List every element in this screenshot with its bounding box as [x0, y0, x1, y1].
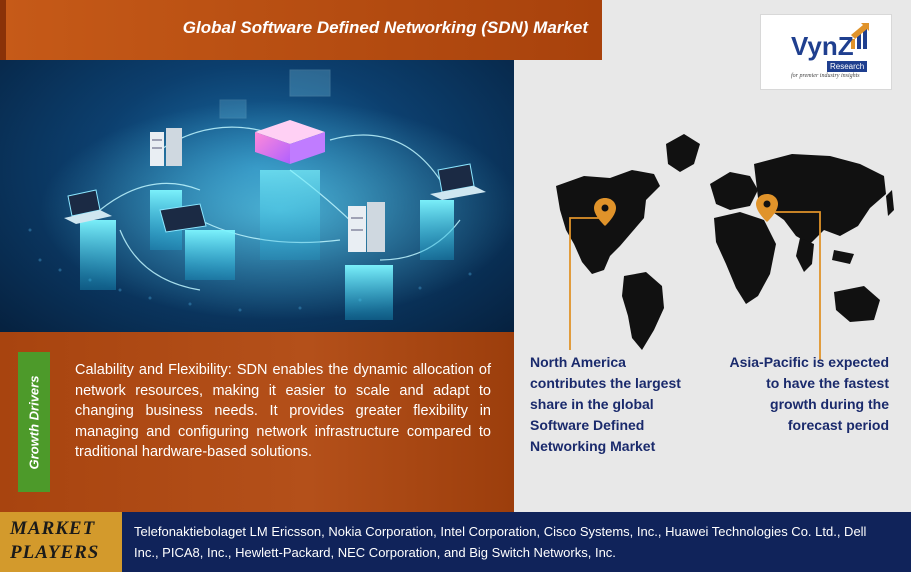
north-america-callout: North America contributes the largest sh… — [530, 354, 681, 454]
network-illustration — [0, 60, 514, 332]
logo-arrow-icon — [851, 23, 869, 49]
map-pin-icon — [594, 198, 616, 226]
header-accent-strip — [0, 0, 6, 60]
growth-drivers-badge — [18, 352, 50, 492]
world-map — [514, 60, 911, 360]
growth-drivers-label-text: Growth Drivers — [26, 375, 42, 469]
growth-drivers-label: Growth Drivers — [18, 352, 50, 492]
world-map-icon — [556, 134, 894, 360]
network-graphic — [28, 69, 514, 320]
page-title: Global Software Defined Networking (SDN)… — [182, 18, 588, 37]
growth-drivers-panel — [0, 332, 514, 512]
laptop-icon — [64, 189, 112, 224]
logo-tagline: for premier industry insights — [791, 73, 860, 79]
vynz-logo: VynZ Research for premier industry insig… — [760, 14, 892, 90]
market-players-badge: MARKET PLAYERS — [0, 512, 122, 572]
market-players-list: Telefonaktiebolaget LM Ericsson, Nokia C… — [134, 524, 867, 560]
logo-brand: VynZ — [791, 31, 854, 61]
market-players-label-line1: MARKET — [10, 518, 96, 539]
central-cube — [255, 120, 325, 260]
map-pin-icon — [756, 194, 778, 222]
header-banner: Global Software Defined Networking (SDN)… — [0, 0, 602, 60]
market-players-bar — [0, 512, 911, 572]
growth-drivers-text: Calability and Flexibility: SDN enables … — [75, 362, 491, 460]
asia-pacific-callout: Asia-Pacific is expected to have the fas… — [729, 354, 889, 433]
network-server-icon — [150, 128, 182, 166]
market-players-label-line2: PLAYERS — [10, 542, 100, 563]
logo-sub: Research — [827, 61, 868, 72]
